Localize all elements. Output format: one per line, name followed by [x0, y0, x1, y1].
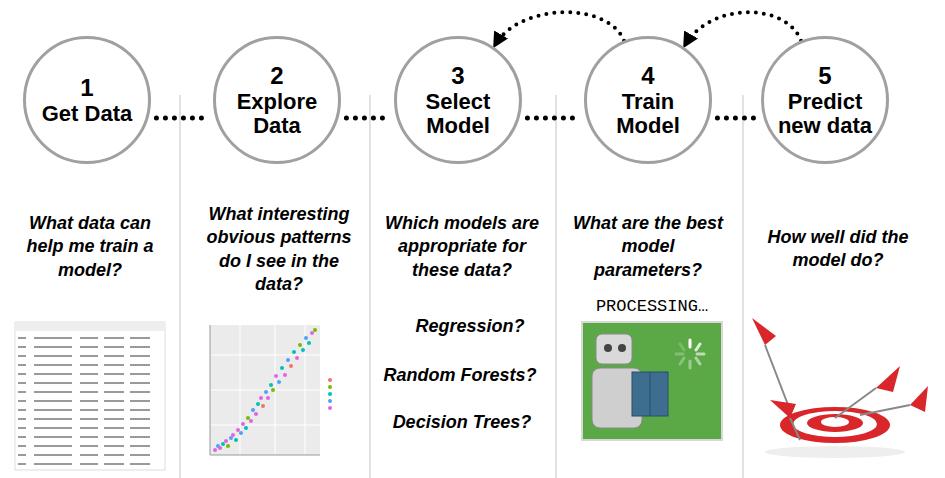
step-number: 3 — [451, 62, 464, 90]
robot-picture — [582, 322, 722, 440]
step-name: Explore Data — [221, 90, 333, 138]
question-text: Decision Trees? — [376, 411, 548, 434]
dotted-link — [527, 116, 578, 121]
question-text: Which models are appropriate for these d… — [376, 212, 548, 282]
scatter-plot — [200, 320, 345, 470]
question-text: How well did the model do? — [753, 226, 923, 273]
question-text: Random Forests? — [374, 364, 546, 387]
step-number: 2 — [270, 62, 283, 90]
step-circle: 3Select Model — [394, 36, 522, 164]
table-thumbnail — [15, 322, 165, 470]
step-name: Train Model — [592, 90, 704, 138]
question-text: What data can help me train a model? — [15, 212, 165, 282]
step-name: Select Model — [402, 90, 514, 138]
question-text: Regression? — [400, 315, 540, 338]
step-name: Predict new data — [769, 90, 881, 138]
step-circle: 1Get Data — [23, 36, 151, 164]
step-circle: 4Train Model — [584, 36, 712, 164]
dart-target — [752, 318, 928, 458]
step-number: 5 — [818, 62, 831, 90]
feedback-arrow — [685, 12, 801, 45]
status-text: PROCESSING… — [567, 296, 737, 318]
step-circle: 5Predict new data — [761, 36, 889, 164]
feedback-arrow — [495, 12, 624, 45]
step-name: Get Data — [31, 102, 143, 126]
step-number: 4 — [641, 62, 654, 90]
question-text: What interesting obvious patterns do I s… — [195, 203, 363, 297]
dotted-link — [346, 116, 388, 121]
question-text: What are the best model parameters? — [567, 212, 729, 282]
dotted-link — [156, 116, 207, 121]
step-number: 1 — [80, 74, 93, 102]
dotted-link — [717, 116, 755, 121]
step-circle: 2Explore Data — [213, 36, 341, 164]
